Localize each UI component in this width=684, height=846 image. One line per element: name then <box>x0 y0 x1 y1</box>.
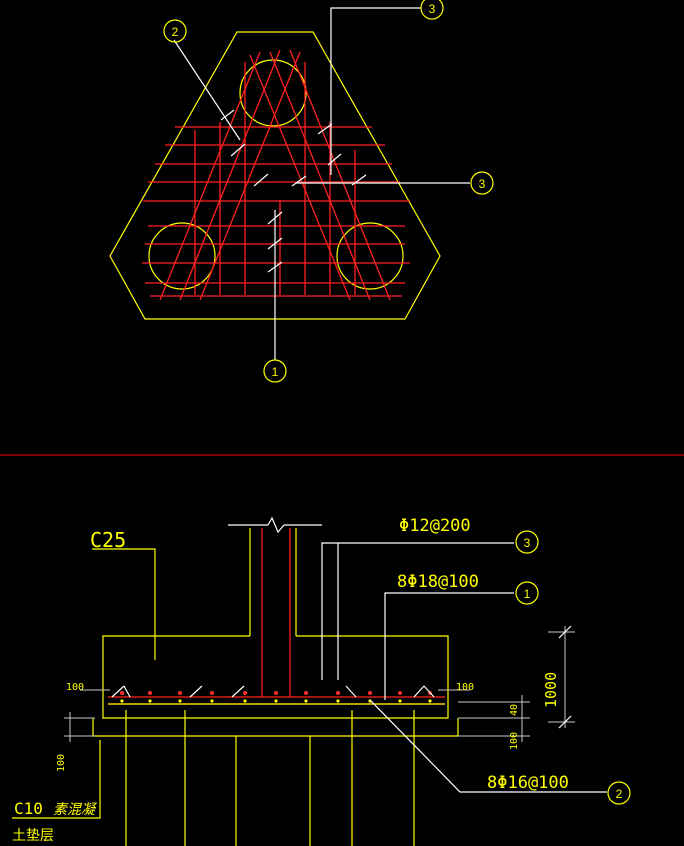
pile-circle-left <box>148 222 216 290</box>
rebar-2-spec: 8Φ16@100 <box>487 773 569 793</box>
rebar-grid <box>142 49 410 301</box>
section-callout-3: 3 <box>515 530 539 554</box>
svg-text:1000: 1000 <box>542 672 560 708</box>
svg-text:3: 3 <box>479 177 486 191</box>
rebar-3-spec: Φ12@200 <box>399 516 471 536</box>
svg-text:100: 100 <box>456 682 474 693</box>
cushion-layer-label: 土垫层 <box>12 828 54 844</box>
svg-text:1: 1 <box>524 587 531 601</box>
column <box>228 516 322 697</box>
section-rebar <box>108 685 445 705</box>
svg-text:100: 100 <box>56 754 67 772</box>
concrete-grade-label: C25 <box>90 528 126 552</box>
cushion-grade-label: C10 <box>14 799 43 818</box>
plan-callout-2: 2 <box>163 19 187 43</box>
svg-text:100: 100 <box>509 732 520 750</box>
svg-text:40: 40 <box>509 704 520 716</box>
pile-circle-right <box>336 222 404 290</box>
plan-view: 2 3 3 1 <box>109 0 494 383</box>
svg-text:3: 3 <box>524 536 531 550</box>
piles <box>125 710 415 846</box>
rebar-1-spec: 8Φ18@100 <box>397 572 479 592</box>
section-callout-1: 1 <box>515 581 539 605</box>
svg-text:2: 2 <box>616 787 623 801</box>
pile-cap-outline <box>109 31 441 320</box>
dimensions: 1000 40 100 100 100 100 <box>56 625 575 772</box>
svg-text:3: 3 <box>429 2 436 16</box>
svg-text:100: 100 <box>66 682 84 693</box>
cushion-material-label: 素混凝 <box>53 802 98 818</box>
cap-section-outline <box>102 635 449 719</box>
section-callout-2: 2 <box>607 781 631 805</box>
rebar-ticks <box>220 109 367 273</box>
svg-text:1: 1 <box>272 365 279 379</box>
section-view: C25 Φ12@200 8Φ18@100 8Φ16@100 3 1 2 1000 <box>12 516 631 846</box>
plan-callout-1: 1 <box>263 359 287 383</box>
svg-text:2: 2 <box>172 25 179 39</box>
plan-callout-3-right: 3 <box>470 171 494 195</box>
plan-callout-3-top: 3 <box>420 0 444 20</box>
cushion-outline <box>92 718 459 737</box>
